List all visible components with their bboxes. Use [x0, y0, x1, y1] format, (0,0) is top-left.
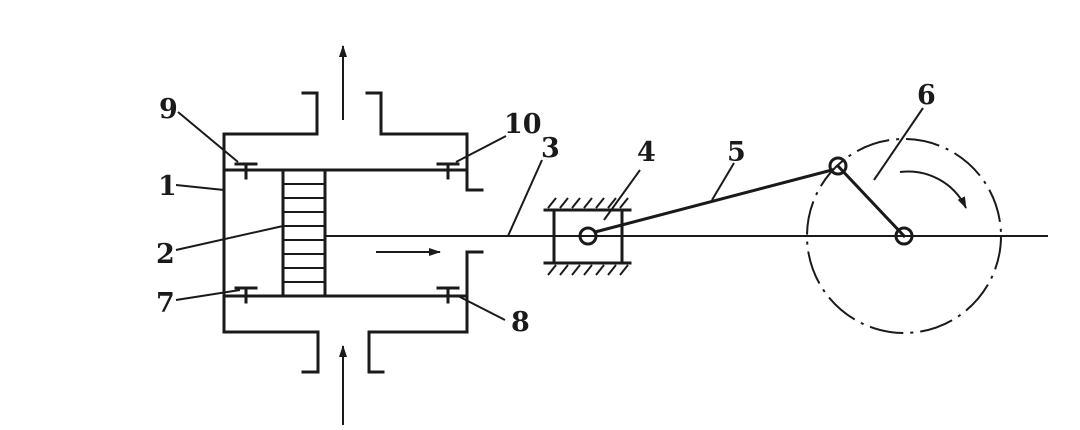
valve-9 [234, 162, 258, 180]
crank-circle [806, 138, 1002, 334]
label-2: 2 [156, 239, 175, 270]
crank-center-pin [894, 226, 914, 246]
crank-pin [828, 156, 848, 176]
cylinder-body [222, 91, 484, 374]
piston [281, 168, 327, 298]
valve-8 [436, 286, 460, 304]
label-7: 7 [156, 288, 175, 319]
leader-lines [175, 107, 924, 321]
label-8: 8 [511, 307, 530, 338]
label-6: 6 [917, 80, 936, 111]
crosshead-guide [543, 197, 632, 276]
crank-arm [835, 163, 907, 239]
rotation-arrow-icon [899, 170, 967, 209]
label-3: 3 [541, 133, 560, 164]
label-1: 1 [158, 171, 177, 202]
label-4: 4 [637, 137, 656, 168]
label-10: 10 [504, 109, 542, 140]
label-9: 9 [159, 94, 178, 125]
label-5: 5 [727, 137, 746, 168]
valve-10 [436, 162, 460, 180]
valve-7 [234, 286, 258, 304]
connecting-rod [593, 168, 834, 234]
